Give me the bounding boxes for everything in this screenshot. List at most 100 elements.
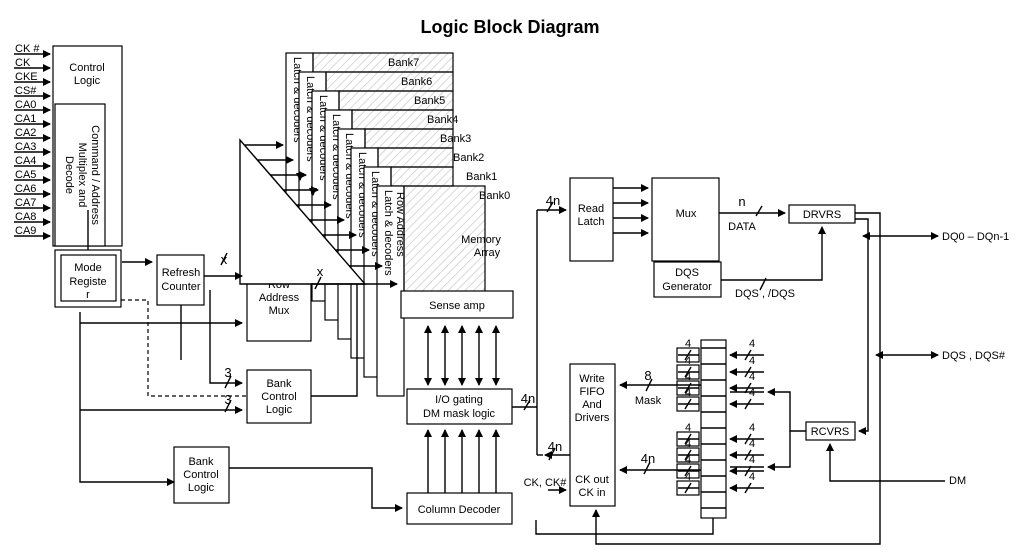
read-latch-label-1: Read	[578, 203, 604, 215]
mode-register-label-1: Mode	[74, 262, 102, 274]
column-decoder-box	[406, 492, 513, 525]
input-label: CA9	[15, 225, 36, 237]
serializer-right-slash	[744, 433, 752, 445]
svg-text:Command / Address: Command / Address	[89, 125, 101, 225]
output-dqs: DQS , DQS#	[942, 350, 1006, 362]
read-latch-box	[569, 177, 614, 262]
row-address-label: Row Address	[394, 192, 406, 257]
serializer-right-four: 4	[749, 422, 755, 434]
read-latch-label-2: Latch	[578, 216, 605, 228]
serializer-left-slash	[684, 449, 692, 461]
serializer-right-four: 4	[749, 454, 755, 466]
input-label: CA0	[15, 99, 36, 111]
serializer-left-four: 4	[685, 355, 691, 367]
command-decode-label: Command / Address Multiplex and Decode	[63, 125, 101, 225]
serializer-right-slash	[744, 398, 752, 410]
serializer-right-slash	[744, 366, 752, 378]
bank-control-top-label-1: Bank	[266, 378, 292, 390]
serializer-left-four: 4	[685, 438, 691, 450]
bank-array	[390, 166, 454, 187]
serializer-left-four: 4	[685, 387, 691, 399]
label-4n-write-in: 4n	[641, 451, 655, 466]
bank-label: Bank4	[427, 114, 458, 126]
memory-array-label-2: Array	[474, 247, 501, 259]
drvrs-label: DRVRS	[803, 209, 841, 221]
dqs-generator-label-1: DQS	[675, 267, 699, 279]
bank-control-top-label-3: Logic	[266, 404, 293, 416]
input-label: CA2	[15, 127, 36, 139]
serializer-left-slash	[684, 349, 692, 361]
bank-label: Bank0	[479, 190, 510, 202]
io-gating-label-2: DM mask logic	[423, 408, 496, 420]
label-x-refresh: x	[221, 252, 228, 267]
output-dq: DQ0 – DQn-1	[942, 231, 1009, 243]
svg-text:Decode: Decode	[63, 156, 75, 194]
serializer-column	[700, 339, 727, 519]
label-data: DATA	[728, 221, 756, 233]
serializer-right-slash	[744, 449, 752, 461]
write-fifo-box	[569, 363, 616, 507]
refresh-counter-label-1: Refresh	[162, 267, 201, 279]
serializer-left-four: 4	[685, 371, 691, 383]
ck-out-label: CK out	[575, 474, 609, 486]
control-logic-label-1: Control	[69, 62, 104, 74]
mode-register-label-3: r	[86, 289, 90, 301]
write-fifo-label-3: And	[582, 399, 602, 411]
serializer-right-four: 4	[749, 438, 755, 450]
sense-amp-label: Sense amp	[429, 300, 485, 312]
serializer-right-four: 4	[749, 371, 755, 383]
input-label: CA6	[15, 183, 36, 195]
serializer-right-slash	[744, 482, 752, 494]
bank-decode-triangle	[239, 138, 367, 285]
serializer-left-four: 4	[685, 422, 691, 434]
svg-text:Latch & decoders: Latch & decoders	[382, 190, 394, 276]
svg-text:Multiplex and: Multiplex and	[76, 143, 88, 208]
serializer-left-four: 4	[685, 338, 691, 350]
bank-label: Bank1	[466, 171, 497, 183]
bank-label: Bank2	[453, 152, 484, 164]
mux-label: Mux	[676, 208, 697, 220]
label-3-bottom: 3	[224, 392, 231, 407]
input-label: CS#	[15, 85, 37, 97]
ck-in-label: CK in	[579, 487, 606, 499]
label-x-row: x	[317, 264, 324, 279]
serializer-right-four: 4	[749, 387, 755, 399]
row-address-mux-label-2: Address	[259, 292, 300, 304]
dqs-generator-box	[653, 261, 722, 298]
input-signals: CK #CKCKECS#CA0CA1CA2CA3CA4CA5CA6CA7CA8C…	[14, 43, 51, 240]
control-logic-label-2: Logic	[74, 75, 101, 87]
drvrs-box	[788, 204, 856, 224]
serializer-right-four: 4	[749, 355, 755, 367]
connection-wires	[79, 141, 945, 545]
label-dqs-out: DQS , /DQS	[735, 288, 795, 300]
row-address-mux-label-3: Mux	[269, 305, 290, 317]
label-n-data: n	[738, 194, 745, 209]
serializer-left-slash	[684, 482, 692, 494]
diagram-title: Logic Block Diagram	[420, 17, 599, 37]
write-fifo-label-2: FIFO	[579, 386, 604, 398]
output-dm: DM	[949, 475, 966, 487]
serializer-left-four: 4	[685, 471, 691, 483]
input-label: CA8	[15, 211, 36, 223]
input-label: CK	[15, 57, 31, 69]
write-fifo-label-1: Write	[579, 373, 604, 385]
latch-decoder-label: Latch & decoders	[382, 190, 394, 276]
memory-array-label-1: Memory	[461, 234, 501, 246]
input-label: CA1	[15, 113, 36, 125]
bank-control-top-label-2: Control	[261, 391, 296, 403]
input-label: CKE	[15, 71, 38, 83]
serializer-left-slash	[684, 398, 692, 410]
bank-label: Bank7	[388, 57, 419, 69]
command-decode-box	[54, 103, 106, 247]
input-label: CK #	[15, 43, 40, 55]
input-label: CA4	[15, 155, 36, 167]
column-decoder-label: Column Decoder	[418, 504, 501, 516]
bank-array	[312, 52, 454, 73]
sense-amp-box	[400, 290, 514, 319]
bank-array	[403, 185, 486, 295]
label-4n-io: 4n	[521, 391, 535, 406]
input-label: CA5	[15, 169, 36, 181]
